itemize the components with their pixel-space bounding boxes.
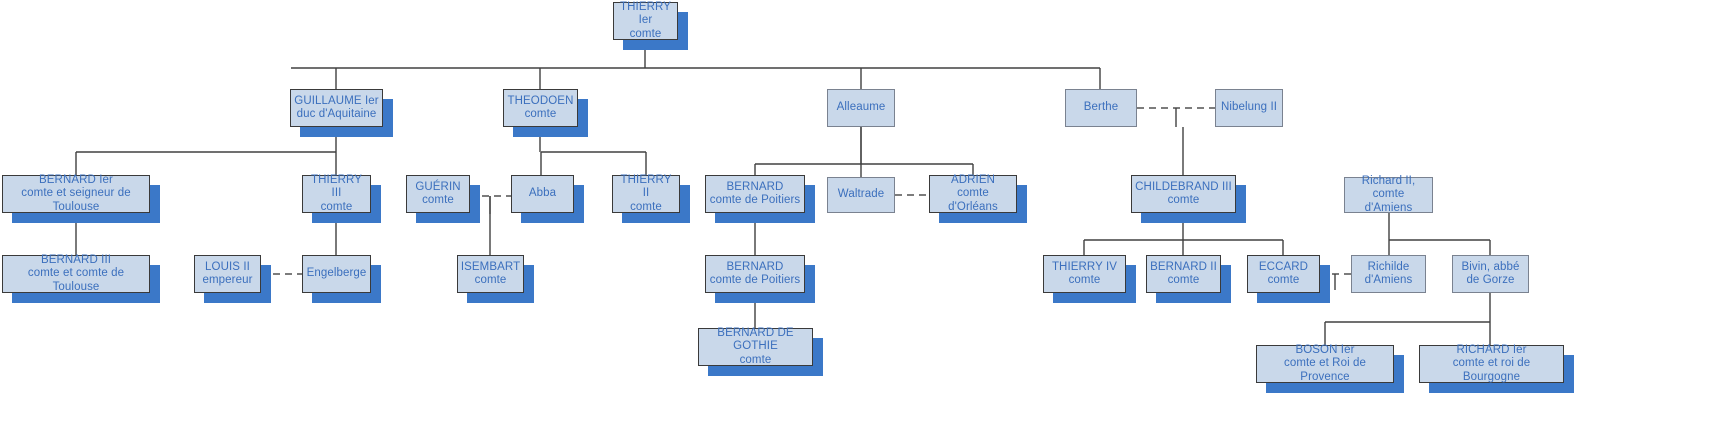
person-node-bernard1[interactable]: BERNARD Ier comte et seigneur de Toulous… xyxy=(2,174,150,213)
person-node-boson1[interactable]: BOSON Ier comte et Roi de Provence xyxy=(1256,344,1394,383)
connector-line xyxy=(291,40,1101,89)
person-node-louis2[interactable]: LOUIS II empereur xyxy=(194,255,261,293)
person-node-richard2[interactable]: Richard II, comte d'Amiens xyxy=(1344,175,1433,214)
person-node-isembart[interactable]: ISEMBART comte xyxy=(457,255,524,293)
person-node-thierry2[interactable]: THIERRY II comte xyxy=(612,174,680,213)
connector-line xyxy=(1324,293,1491,345)
person-node-childebrand3[interactable]: CHILDEBRAND III comte xyxy=(1131,175,1236,213)
connector-line xyxy=(1388,213,1491,255)
person-node-berthe[interactable]: Berthe xyxy=(1065,89,1137,127)
person-node-adrien[interactable]: ADRIEN comte d'Orléans xyxy=(929,174,1017,213)
connector-line xyxy=(539,127,647,175)
person-node-richilde[interactable]: Richilde d'Amiens xyxy=(1351,255,1426,293)
person-node-engelberge[interactable]: Engelberge xyxy=(302,255,371,293)
person-node-guillaume1[interactable]: GUILLAUME Ier duc d'Aquitaine xyxy=(290,89,383,127)
person-node-richard1[interactable]: RICHARD Ier comte et roi de Bourgogne xyxy=(1419,344,1564,383)
person-node-waltrade[interactable]: Waltrade xyxy=(827,177,895,213)
person-node-bernard2[interactable]: BERNARD II comte xyxy=(1146,255,1221,293)
person-node-eccard[interactable]: ECCARD comte xyxy=(1247,255,1320,293)
person-node-theodoen[interactable]: THEODOEN comte xyxy=(503,89,578,127)
person-node-thierry4[interactable]: THIERRY IV comte xyxy=(1043,255,1126,293)
union-drop-edges xyxy=(489,108,1336,290)
person-node-bernardgothie[interactable]: BERNARD DE GOTHIE comte xyxy=(698,327,813,366)
person-node-guerin[interactable]: GUÉRIN comte xyxy=(406,175,470,213)
person-node-thierry1[interactable]: THIERRY Ier comte xyxy=(613,1,678,40)
person-node-abba[interactable]: Abba xyxy=(511,175,574,213)
person-node-bernard3[interactable]: BERNARD III comte et comte de Toulouse xyxy=(2,254,150,293)
connector-line xyxy=(75,127,337,175)
person-node-nibelung2[interactable]: Nibelung II xyxy=(1215,89,1283,127)
person-node-alleaume[interactable]: Alleaume xyxy=(827,89,895,127)
person-node-bivin[interactable]: Bivin, abbé de Gorze xyxy=(1452,255,1529,293)
person-node-bernardpoit1[interactable]: BERNARD comte de Poitiers xyxy=(705,175,805,213)
person-node-bernardpoit2[interactable]: BERNARD comte de Poitiers xyxy=(705,255,805,293)
person-node-thierry3[interactable]: THIERRY III comte xyxy=(302,174,371,213)
connector-line xyxy=(1083,213,1284,255)
